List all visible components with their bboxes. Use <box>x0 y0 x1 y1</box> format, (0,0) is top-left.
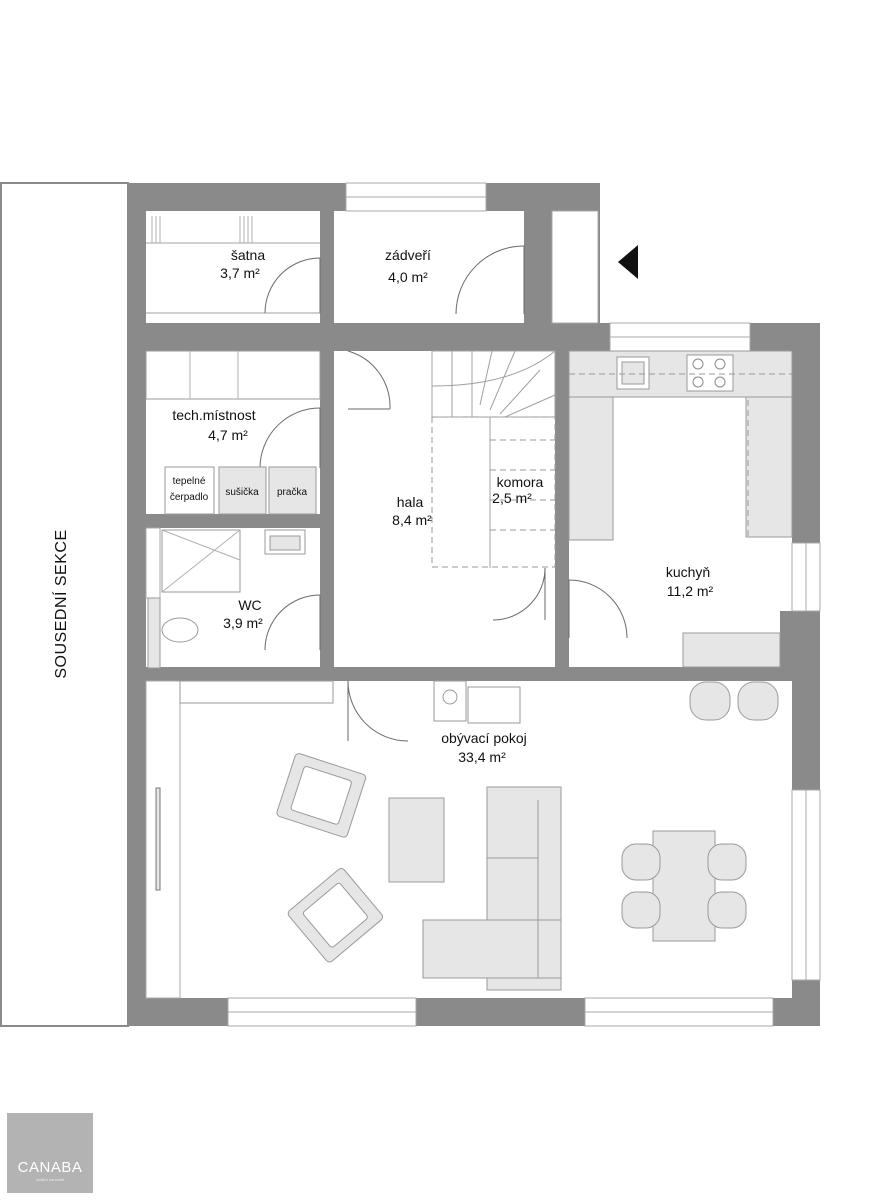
room-zadveri-name: zádveří <box>385 247 431 263</box>
heat-pump-label-2: čerpadlo <box>170 492 209 503</box>
dryer <box>218 466 267 515</box>
room-satna: šatna 3,7 m² <box>146 216 321 314</box>
room-kuchyn: kuchyň 11,2 m² <box>568 350 793 721</box>
room-hala: hala 8,4 m² <box>347 350 556 568</box>
windows <box>145 182 821 1027</box>
washer-label: pračka <box>277 487 307 498</box>
room-wc: WC 3,9 m² <box>147 529 321 669</box>
room-obyvaci: obývací pokoj 33,4 m² <box>155 680 747 991</box>
room-satna-area: 3,7 m² <box>220 265 260 281</box>
logo-name: CANABA <box>18 1159 83 1176</box>
entrance-arrow-icon <box>618 245 638 279</box>
room-satna-name: šatna <box>231 247 265 263</box>
room-komora-name: komora <box>497 474 544 490</box>
heat-pump-label-1: tepelné <box>173 476 206 487</box>
room-kuchyn-area: 11,2 m² <box>667 583 714 599</box>
room-zadveri: zádveří 4,0 m² <box>385 245 525 315</box>
dryer-label: sušička <box>225 487 259 498</box>
room-kuchyn-name: kuchyň <box>666 564 710 580</box>
room-obyvaci-name: obývací pokoj <box>441 730 527 746</box>
washer <box>268 466 317 515</box>
room-tech-area: 4,7 m² <box>208 427 248 443</box>
room-tech-name: tech.místnost <box>172 407 255 423</box>
room-obyvaci-area: 33,4 m² <box>458 749 506 765</box>
room-tech: tech.místnost 4,7 m² tepelné čerpadlo su… <box>145 350 321 515</box>
logo-tagline: realitní kancelář <box>36 1177 65 1182</box>
room-zadveri-area: 4,0 m² <box>388 269 428 285</box>
canaba-logo: CANABA realitní kancelář <box>7 1113 93 1193</box>
heat-pump <box>164 466 215 515</box>
room-komora-area: 2,5 m² <box>492 490 532 506</box>
room-wc-name: WC <box>238 597 261 613</box>
room-komora: komora 2,5 m² <box>492 474 546 621</box>
room-hala-area: 8,4 m² <box>392 512 432 528</box>
room-hala-name: hala <box>397 494 424 510</box>
neighbor-section-label: SOUSEDNÍ SEKCE <box>51 529 70 678</box>
room-wc-area: 3,9 m² <box>223 615 263 631</box>
neighbor-section <box>0 182 129 1027</box>
